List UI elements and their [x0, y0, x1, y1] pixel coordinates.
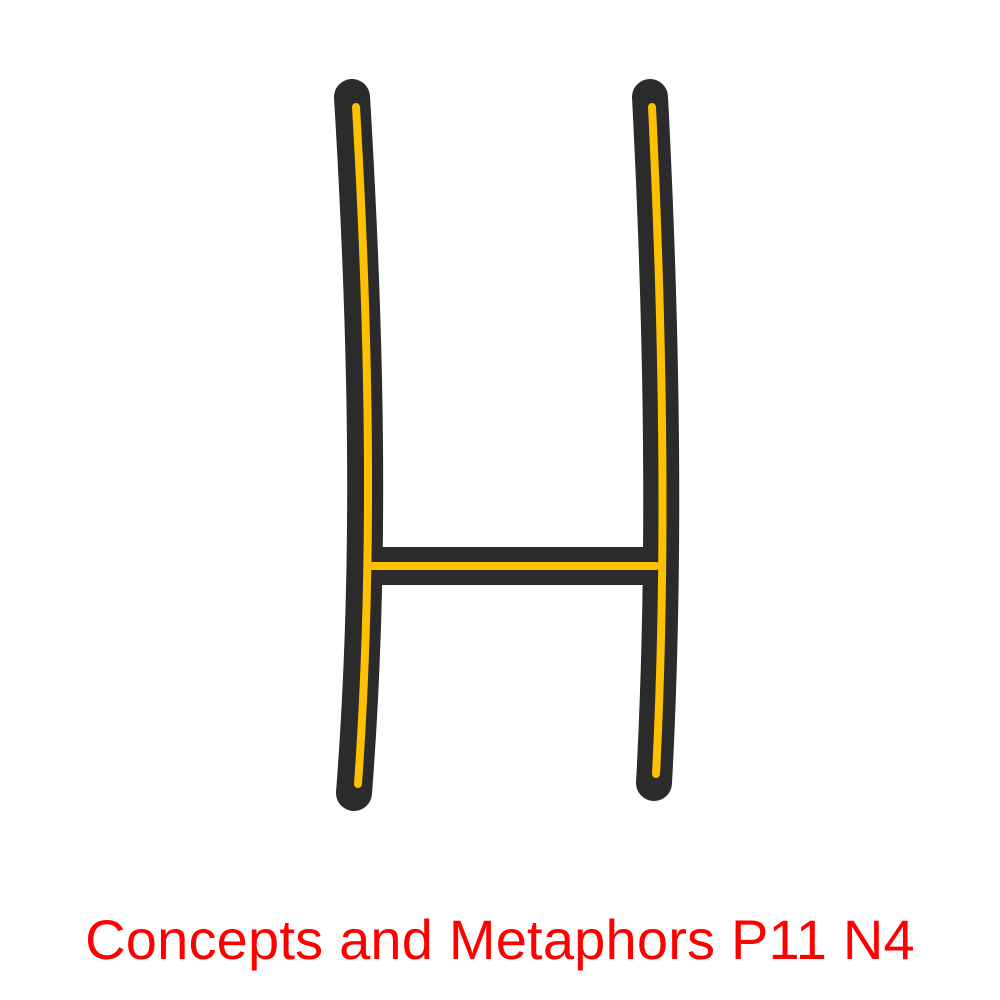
letter-h-outline	[334, 79, 680, 811]
left-post-fill	[352, 103, 373, 788]
caption-text: Concepts and Metaphors P11 N4	[85, 908, 915, 971]
right-post-fill	[648, 103, 667, 778]
letter-h-fill	[352, 103, 667, 788]
letter-h-figure	[334, 79, 680, 811]
